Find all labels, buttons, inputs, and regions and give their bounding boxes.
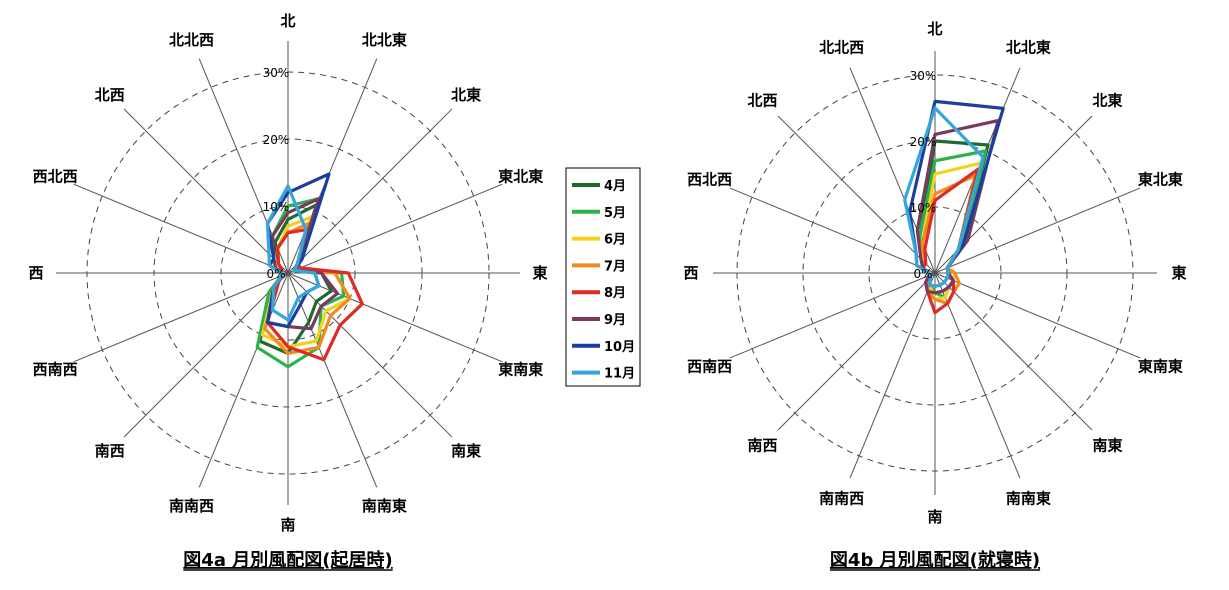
legend-label: 4月 — [604, 179, 626, 194]
direction-label: 南東 — [451, 442, 481, 460]
spoke-11 — [729, 272, 936, 359]
direction-label: 西北西 — [687, 171, 732, 189]
direction-label: 北西 — [95, 86, 125, 104]
direction-label: 北北東 — [1006, 39, 1051, 57]
legend-label: 6月 — [604, 233, 626, 248]
direction-label: 南南東 — [1006, 489, 1051, 507]
radial-tick-label: 20% — [263, 133, 290, 147]
direction-label: 東北東 — [1138, 171, 1183, 189]
spoke-9 — [849, 272, 936, 479]
legend-label: 11月 — [604, 367, 635, 382]
spoke-14 — [123, 108, 289, 274]
direction-label: 西 — [28, 264, 43, 282]
direction-label: 北北西 — [819, 39, 864, 57]
radial-tick-label: 0% — [913, 267, 932, 281]
series-11月 — [265, 184, 321, 322]
direction-label: 東南東 — [498, 360, 543, 378]
direction-label: 北東 — [451, 86, 481, 104]
direction-label: 北西 — [747, 91, 777, 109]
direction-label: 南 — [927, 508, 942, 526]
radial-tick-label: 30% — [910, 69, 937, 83]
spoke-1 — [287, 58, 378, 274]
direction-label: 東 — [532, 264, 547, 282]
direction-label: 南南西 — [169, 497, 214, 515]
legend-label: 10月 — [604, 340, 635, 355]
spoke-2 — [287, 108, 453, 274]
legend-label: 8月 — [604, 286, 626, 301]
spoke-10 — [123, 272, 289, 438]
spoke-7 — [934, 272, 1021, 479]
direction-label: 北 — [927, 20, 942, 38]
spoke-5 — [934, 272, 1141, 359]
series-11月 — [903, 106, 985, 288]
direction-label: 東 — [1171, 264, 1186, 282]
radial-tick-label: 30% — [263, 66, 290, 80]
radial-tick-label: 10% — [910, 201, 937, 215]
figure-caption: 図4a 月別風配図(起居時) — [183, 549, 392, 571]
legend-label: 7月 — [604, 259, 626, 274]
spoke-3 — [934, 187, 1141, 274]
direction-label: 南南東 — [362, 497, 407, 515]
direction-label: 南 — [280, 516, 295, 534]
direction-label: 南西 — [95, 442, 125, 460]
spoke-7 — [287, 272, 378, 488]
legend-box — [565, 167, 641, 387]
spoke-11 — [73, 272, 289, 363]
spoke-10 — [777, 272, 936, 431]
direction-label: 南東 — [1093, 437, 1123, 455]
radial-tick-label: 20% — [910, 135, 937, 149]
legend-label: 5月 — [604, 206, 626, 221]
direction-label: 南南西 — [819, 489, 864, 507]
spoke-3 — [287, 183, 503, 274]
radial-tick-label: 0% — [266, 267, 285, 281]
spoke-14 — [777, 115, 936, 274]
series-8月 — [265, 228, 364, 362]
spoke-13 — [73, 183, 289, 274]
direction-label: 西南西 — [33, 360, 78, 378]
direction-label: 西北西 — [33, 168, 78, 186]
spoke-6 — [934, 272, 1093, 431]
spoke-9 — [198, 272, 289, 488]
spoke-13 — [729, 187, 936, 274]
direction-label: 南西 — [747, 437, 777, 455]
direction-label: 北東 — [1093, 91, 1123, 109]
direction-label: 東南東 — [1138, 357, 1183, 375]
direction-label: 東北東 — [498, 168, 543, 186]
figure-caption: 図4b 月別風配図(就寝時) — [830, 549, 1040, 571]
direction-label: 北 — [280, 12, 295, 30]
spoke-5 — [287, 272, 503, 363]
radial-tick-label: 10% — [263, 200, 290, 214]
legend: 4月 5月 6月 7月 8月 9月 10月 11月 — [565, 167, 641, 387]
legend-label: 9月 — [604, 313, 626, 328]
direction-label: 北北西 — [169, 31, 214, 49]
direction-label: 西 — [683, 264, 698, 282]
direction-label: 北北東 — [362, 31, 407, 49]
direction-label: 西南西 — [687, 357, 732, 375]
